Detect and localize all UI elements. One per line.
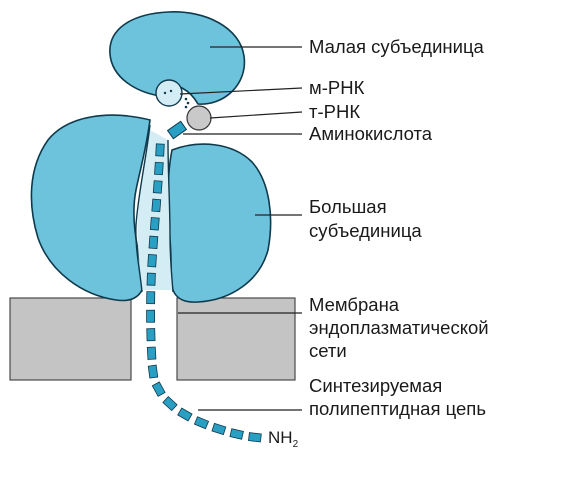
trna — [187, 106, 211, 130]
leader-trna — [210, 112, 302, 118]
label-membrane-line3: сети — [309, 340, 347, 361]
chain-bead — [194, 417, 208, 429]
chain-bead — [148, 254, 157, 266]
label-large-subunit-line1: Большая — [309, 196, 387, 217]
large-subunit-left-lobe — [31, 115, 150, 300]
chain-bead — [148, 365, 157, 378]
chain-bead — [230, 429, 243, 439]
label-membrane-line1: Мембрана — [309, 294, 400, 315]
label-small-subunit: Малая субъединица — [309, 36, 485, 57]
chain-bead — [163, 397, 177, 411]
n-terminus-subscript: 2 — [293, 439, 299, 450]
amino-acid-bead — [168, 121, 187, 138]
er-membrane-right — [177, 298, 295, 380]
label-n-terminus: NH2 — [268, 428, 299, 450]
chain-bead — [150, 218, 159, 231]
label-chain-line2: полипептидная цепь — [309, 398, 486, 419]
label-membrane-line2: эндоплазматической — [309, 317, 489, 338]
mrna-circle — [156, 80, 182, 106]
chain-bead — [248, 433, 261, 442]
chain-bead — [149, 236, 158, 249]
chain-bead — [156, 144, 165, 156]
chain-bead — [147, 273, 155, 285]
n-terminus-text: NH — [268, 428, 293, 447]
chain-bead — [147, 292, 155, 304]
chain-bead — [155, 162, 164, 174]
label-amino-acid: Аминокислота — [309, 123, 433, 144]
chain-bead — [152, 382, 165, 396]
label-mrna: м-РНК — [309, 77, 365, 98]
label-chain-line1: Синтезируемая — [309, 375, 442, 396]
chain-bead — [147, 329, 155, 341]
chain-bead — [153, 181, 162, 194]
chain-bead — [147, 347, 156, 359]
chain-bead — [152, 199, 161, 212]
er-membrane-left — [10, 298, 131, 380]
chain-bead — [212, 423, 226, 434]
chain-bead — [178, 408, 192, 421]
label-large-subunit-line2: субъединица — [309, 220, 422, 241]
large-subunit-right-lobe — [168, 144, 271, 302]
chain-bead — [147, 310, 155, 322]
label-trna: т-РНК — [309, 101, 360, 122]
